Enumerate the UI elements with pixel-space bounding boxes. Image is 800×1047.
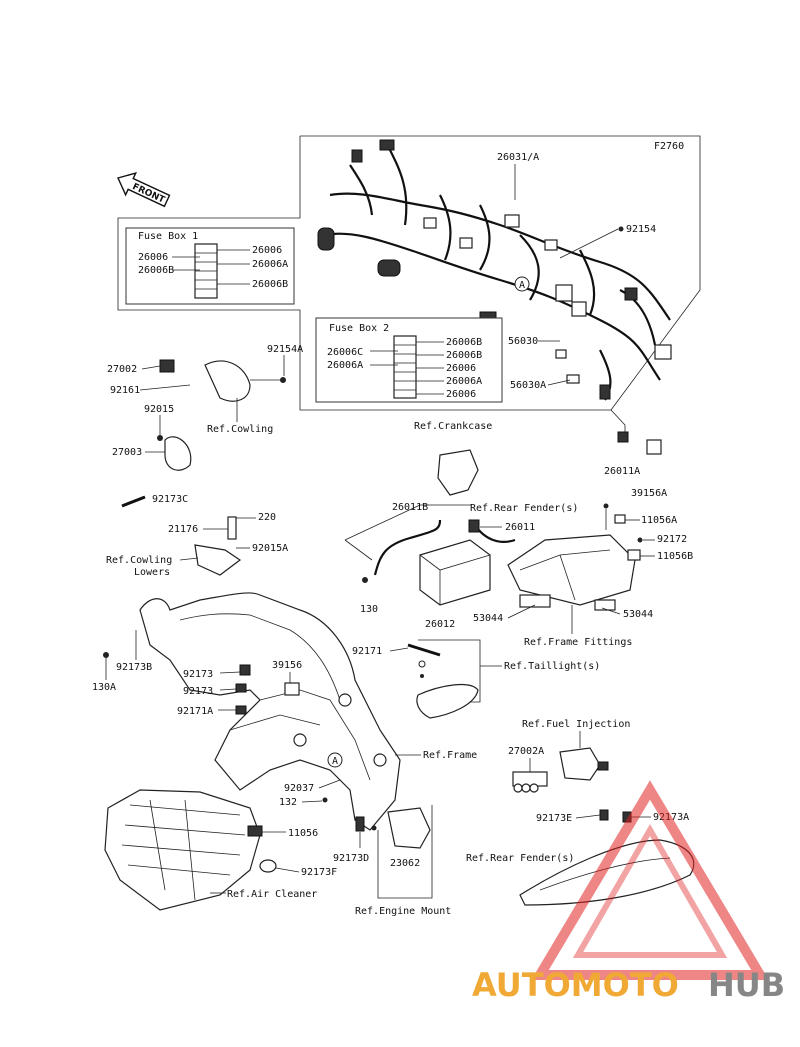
battery-tray bbox=[507, 534, 636, 611]
label-92172: 92172 bbox=[657, 534, 687, 545]
label-ref-cowling-lowers-2: Lowers bbox=[134, 567, 170, 578]
fuse-box-2: Fuse Box 2 26006C 26006B 26006B 26006A 2… bbox=[315, 317, 503, 403]
horn-assembly bbox=[157, 359, 286, 471]
label-27002: 27002 bbox=[107, 364, 137, 375]
label-130a: 130A bbox=[92, 682, 116, 693]
fuse-box-2-label-1: 26006B bbox=[446, 337, 482, 348]
label-53044-a: 53044 bbox=[473, 613, 503, 624]
label-26011a: 26011A bbox=[604, 466, 640, 477]
label-11056b: 11056B bbox=[657, 551, 693, 562]
fuse-box-2-title: Fuse Box 2 bbox=[329, 323, 389, 334]
label-ref-rear-fender-1: Ref.Rear Fender(s) bbox=[470, 503, 578, 514]
callout-a-top: A bbox=[519, 280, 525, 291]
fuse-box-1-label-3: 26006B bbox=[138, 265, 174, 276]
fuse-box-2-label-3: 26006A bbox=[327, 360, 363, 371]
label-92173b: 92173B bbox=[116, 662, 152, 673]
fuse-box-2-label-4: 26006 bbox=[446, 363, 476, 374]
main-wiring-harness: A bbox=[317, 139, 672, 401]
label-23062: 23062 bbox=[390, 858, 420, 869]
label-ref-taillight: Ref.Taillight(s) bbox=[504, 661, 600, 672]
label-92173-b: 92173 bbox=[183, 686, 213, 697]
label-92171: 92171 bbox=[352, 646, 382, 657]
fuse-box-1-label-2: 26006A bbox=[252, 259, 288, 270]
label-92161: 92161 bbox=[110, 385, 140, 396]
label-92173f: 92173F bbox=[301, 867, 337, 878]
label-92015: 92015 bbox=[144, 404, 174, 415]
label-39156a: 39156A bbox=[631, 488, 667, 499]
watermark-triangle-icon bbox=[531, 780, 769, 980]
fuse-box-1-title: Fuse Box 1 bbox=[138, 231, 198, 242]
fuse-box-2-label-2: 26006B bbox=[446, 350, 482, 361]
label-ref-crankcase: Ref.Crankcase bbox=[414, 421, 492, 432]
label-26031a: 26031/A bbox=[497, 152, 539, 163]
label-ref-frame: Ref.Frame bbox=[423, 750, 477, 761]
label-11056a: 11056A bbox=[641, 515, 677, 526]
label-26011b: 26011B bbox=[392, 502, 428, 513]
label-ref-fuel-injection: Ref.Fuel Injection bbox=[522, 719, 630, 730]
fuse-box-2-label-5: 26006A bbox=[446, 376, 482, 387]
fuse-box-1-label-1: 26006 bbox=[138, 252, 168, 263]
label-56030a: 56030A bbox=[510, 380, 546, 391]
label-92173-a: 92173 bbox=[183, 669, 213, 680]
front-arrow-icon: FRONT bbox=[117, 171, 171, 208]
label-92154: 92154 bbox=[626, 224, 656, 235]
battery bbox=[419, 539, 491, 606]
label-92171a: 92171A bbox=[177, 706, 213, 717]
label-132: 132 bbox=[279, 797, 297, 808]
label-26011: 26011 bbox=[505, 522, 535, 533]
label-92173e: 92173E bbox=[536, 813, 572, 824]
fuse-box-1-label-4: 26006B bbox=[252, 279, 288, 290]
label-ref-engine-mount: Ref.Engine Mount bbox=[355, 906, 451, 917]
label-92173c: 92173C bbox=[152, 494, 188, 505]
harness-frame bbox=[117, 135, 701, 411]
diagram-code: F2760 bbox=[654, 141, 684, 152]
motorcycle-frame: A bbox=[139, 592, 401, 831]
label-27002a: 27002A bbox=[508, 746, 544, 757]
fuse-box-2-label-6: 26006 bbox=[446, 389, 476, 400]
label-220: 220 bbox=[258, 512, 276, 523]
label-ref-rear-fender-2: Ref.Rear Fender(s) bbox=[466, 853, 574, 864]
label-56030: 56030 bbox=[508, 336, 538, 347]
fuse-box-1-label-0: 26006 bbox=[252, 245, 282, 256]
label-21176: 21176 bbox=[168, 524, 198, 535]
watermark-text-1: AUTOMOTO bbox=[472, 966, 679, 1004]
label-ref-frame-fittings: Ref.Frame Fittings bbox=[524, 637, 632, 648]
fuse-box-2-label-0: 26006C bbox=[327, 347, 363, 358]
label-53044-b: 53044 bbox=[623, 609, 653, 620]
air-cleaner bbox=[104, 789, 261, 911]
label-130: 130 bbox=[360, 604, 378, 615]
label-ref-cowling-lowers-1: Ref.Cowling bbox=[106, 555, 172, 566]
label-92173d: 92173D bbox=[333, 853, 369, 864]
label-39156: 39156 bbox=[272, 660, 302, 671]
label-ref-air-cleaner: Ref.Air Cleaner bbox=[227, 889, 317, 900]
label-27003: 27003 bbox=[112, 447, 142, 458]
callout-a-bottom: A bbox=[332, 756, 338, 767]
label-92154a: 92154A bbox=[267, 344, 303, 355]
label-92037: 92037 bbox=[284, 783, 314, 794]
label-26012: 26012 bbox=[425, 619, 455, 630]
label-ref-cowling: Ref.Cowling bbox=[207, 424, 273, 435]
fuse-box-1: Fuse Box 1 26006 26006 26006A 26006B 260… bbox=[125, 227, 295, 305]
label-92015a: 92015A bbox=[252, 543, 288, 554]
label-11056: 11056 bbox=[288, 828, 318, 839]
watermark-logo: AUTOMOTO HUB bbox=[472, 780, 785, 1004]
watermark-text-2: HUB bbox=[708, 966, 785, 1004]
